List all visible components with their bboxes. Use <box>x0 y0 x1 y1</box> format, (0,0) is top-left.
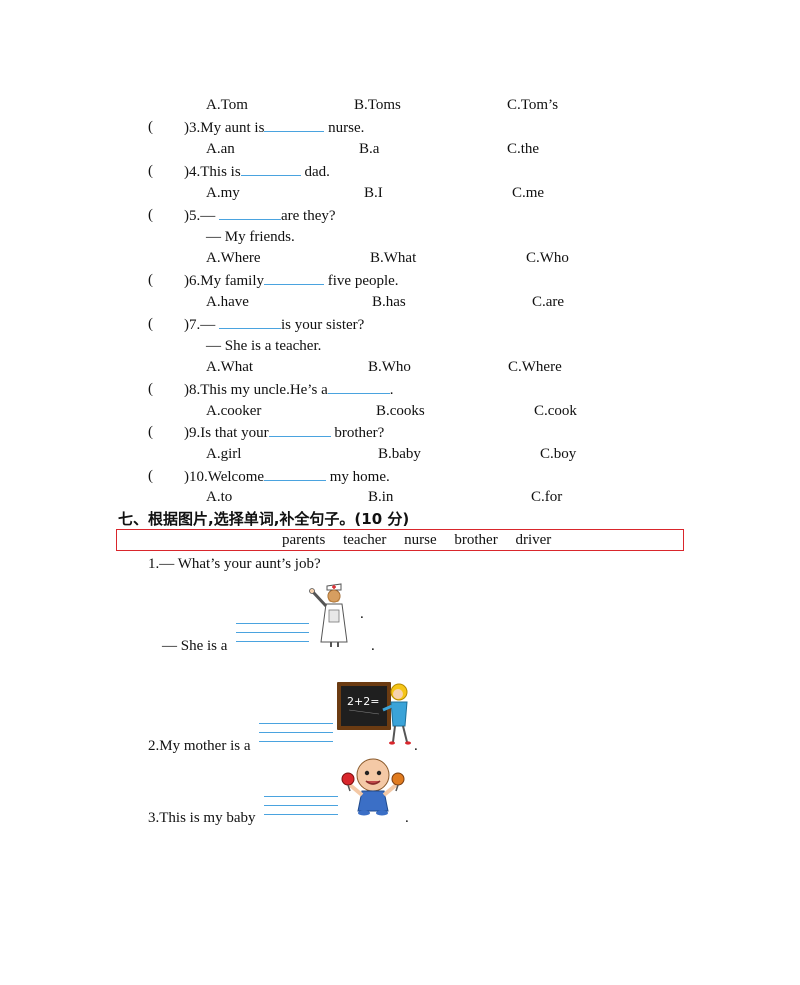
option-c: C.for <box>531 489 563 505</box>
option-a: A.Where <box>206 250 261 266</box>
question-5: )5.— are they? <box>184 206 336 224</box>
blank[interactable] <box>240 162 301 176</box>
question-5-reply: — My friends. <box>206 229 295 245</box>
item-3-answer-lines[interactable] <box>264 796 338 823</box>
word-bank-item: brother <box>454 532 498 548</box>
option-c: C.Tom’s <box>507 97 559 113</box>
answer-paren[interactable]: ( <box>148 119 153 135</box>
option-a: A.cooker <box>206 403 262 419</box>
option-c: C.the <box>507 141 540 157</box>
teacher-image: 2+2= <box>335 680 415 751</box>
word-bank-item: teacher <box>343 532 387 548</box>
item-1-answer-lines[interactable] <box>236 623 309 650</box>
option-b: B.I <box>364 185 383 201</box>
question-9: )9.Is that your brother? <box>184 423 385 441</box>
option-c: C.boy <box>540 446 577 462</box>
blank[interactable] <box>268 423 331 437</box>
item-2-end: . <box>414 738 418 754</box>
option-a: A.to <box>206 489 233 505</box>
item-1-end: . <box>371 638 375 654</box>
answer-paren[interactable]: ( <box>148 163 153 179</box>
blank[interactable] <box>219 315 281 329</box>
option-c: C.me <box>512 185 545 201</box>
word-bank-item: nurse <box>404 532 437 548</box>
option-c: C.Where <box>508 359 562 375</box>
option-b: B.has <box>372 294 406 310</box>
section-7-heading: 七、根据图片,选择单词,补全句子。(10 分) <box>118 510 410 528</box>
answer-paren[interactable]: ( <box>148 316 153 332</box>
option-b: B.What <box>370 250 417 266</box>
option-a: A.Tom <box>206 97 248 113</box>
option-a: A.girl <box>206 446 242 462</box>
question-7-reply: — She is a teacher. <box>206 338 322 354</box>
question-6: )6.My family five people. <box>184 271 399 289</box>
blank[interactable] <box>264 467 327 481</box>
option-b: B.Toms <box>354 97 401 113</box>
word-bank-item: driver <box>515 532 552 548</box>
blank[interactable] <box>264 118 325 132</box>
item-3-prompt: 3.This is my baby <box>148 810 256 826</box>
word-bank: parents teacher nurse brother driver <box>282 531 565 549</box>
question-4: )4.This is dad. <box>184 162 330 180</box>
answer-paren[interactable]: ( <box>148 468 153 484</box>
answer-paren[interactable]: ( <box>148 424 153 440</box>
answer-paren[interactable]: ( <box>148 207 153 223</box>
item-1-answer-prefix: — She is a <box>162 638 228 654</box>
answer-paren[interactable]: ( <box>148 381 153 397</box>
question-3: )3.My aunt is nurse. <box>184 118 365 136</box>
option-c: C.are <box>532 294 565 310</box>
option-b: B.a <box>359 141 380 157</box>
blank[interactable] <box>264 271 324 285</box>
item-1-dot: . <box>360 606 364 622</box>
question-7: )7.— is your sister? <box>184 315 365 333</box>
option-b: B.baby <box>378 446 421 462</box>
option-c: C.cook <box>534 403 577 419</box>
option-a: A.an <box>206 141 235 157</box>
option-a: A.my <box>206 185 240 201</box>
option-b: B.cooks <box>376 403 425 419</box>
baby-image <box>340 755 406 822</box>
option-a: A.What <box>206 359 254 375</box>
word-bank-item: parents <box>282 532 326 548</box>
blackboard-text: 2+2= <box>347 695 379 708</box>
item-2-prompt: 2.My mother is a <box>148 738 251 754</box>
question-8: )8.This my uncle.He’s a. <box>184 380 394 398</box>
nurse-image <box>307 580 365 653</box>
word-bank-box <box>116 529 684 551</box>
answer-paren[interactable]: ( <box>148 272 153 288</box>
option-c: C.Who <box>526 250 569 266</box>
option-a: A.have <box>206 294 249 310</box>
item-2-answer-lines[interactable] <box>259 723 333 750</box>
option-b: B.Who <box>368 359 411 375</box>
blank[interactable] <box>327 380 390 394</box>
item-3-end: . <box>405 810 409 826</box>
blank[interactable] <box>219 206 281 220</box>
item-1-prompt: 1.— What’s your aunt’s job? <box>148 556 321 572</box>
option-b: B.in <box>368 489 394 505</box>
question-10: )10.Welcome my home. <box>184 467 390 485</box>
